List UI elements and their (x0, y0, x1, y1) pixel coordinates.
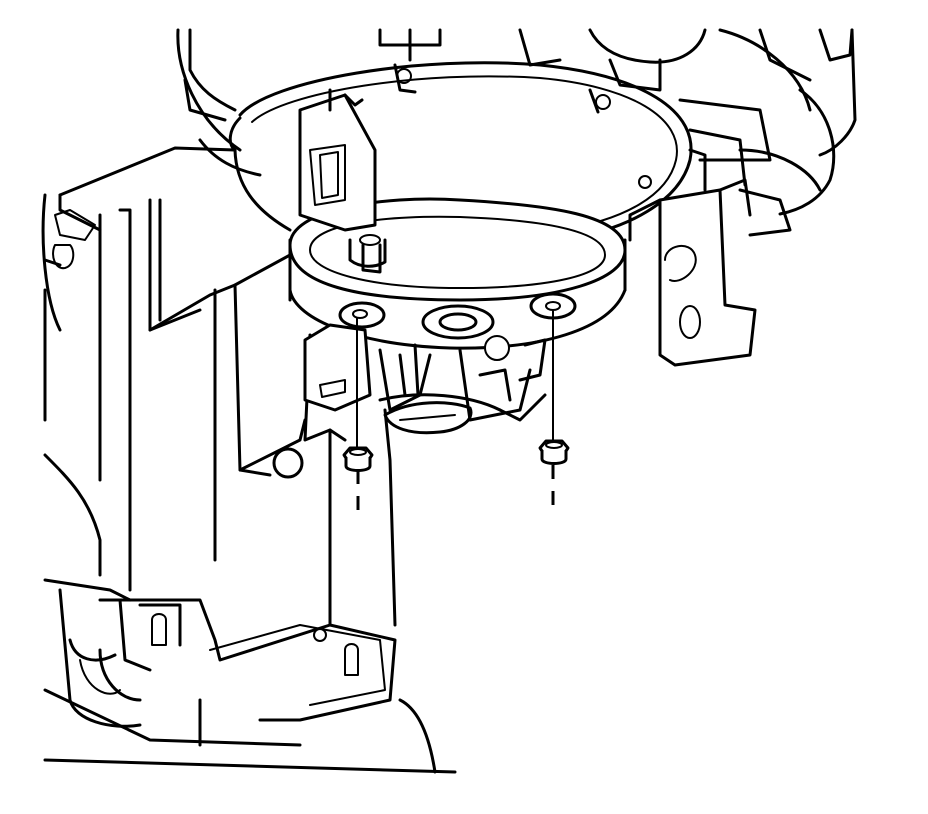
mounting-nut-right (538, 439, 570, 465)
electrical-connector (298, 88, 377, 232)
blower-housing-outline (176, 28, 857, 237)
lower-duct (238, 323, 547, 627)
lower-base (43, 578, 457, 774)
fastener-guide-lines (356, 309, 555, 514)
right-bracket (628, 178, 757, 367)
hvac-case-outline (41, 146, 292, 592)
mounting-nut-left (342, 446, 374, 472)
